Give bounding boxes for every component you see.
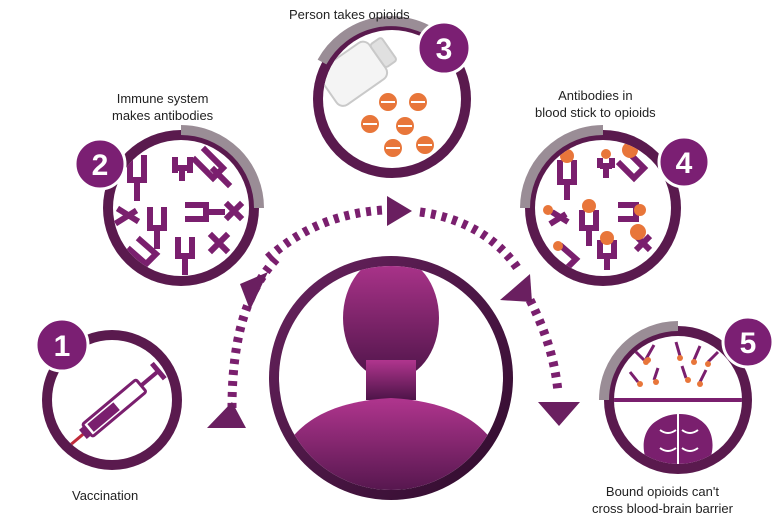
step-5-label: Bound opioids can't cross blood-brain ba… xyxy=(592,483,733,517)
step-4-number: 4 xyxy=(676,147,693,180)
step-1-circle: 1 xyxy=(34,317,182,470)
pills xyxy=(361,93,434,157)
step-5-label-line-2: cross blood-brain barrier xyxy=(592,501,733,516)
dashed-arc-left xyxy=(227,251,284,409)
step-1-label-line-1: Vaccination xyxy=(72,488,139,503)
arrow-head-2 xyxy=(240,272,268,310)
dashed-arc-top-right xyxy=(419,207,524,275)
step-3-badge xyxy=(416,20,472,76)
arrow-head-3 xyxy=(387,196,412,226)
step-4-circle: 4 xyxy=(520,125,711,286)
brain-icon xyxy=(614,341,742,464)
antibodies-icon xyxy=(113,145,245,275)
step-1-badge xyxy=(34,317,90,373)
pill-bottle-icon xyxy=(323,37,434,157)
step-2-number: 2 xyxy=(92,149,109,182)
arrow-head-4 xyxy=(500,274,532,302)
center-circle xyxy=(269,256,513,500)
step-3-label-line-1: Person takes opioids xyxy=(289,7,410,22)
arrow-head-5 xyxy=(538,402,580,426)
step-5-badge xyxy=(721,315,775,369)
step-2-badge xyxy=(73,137,127,191)
step-5-circle: 5 xyxy=(599,315,775,474)
step-1-label: Vaccination xyxy=(72,487,138,504)
arrow-head-1 xyxy=(207,402,246,428)
step-2-label-line-1: Immune system xyxy=(116,91,209,106)
dashed-arc-right xyxy=(525,297,563,393)
step-4-label-line-1: Antibodies in xyxy=(558,88,633,103)
step-3-label: Person takes opioids xyxy=(289,6,410,23)
step-3-number: 3 xyxy=(436,33,453,66)
step-3-circle: 3 xyxy=(313,16,472,178)
step-5-number: 5 xyxy=(740,327,757,360)
step-4-badge xyxy=(657,135,711,189)
step-4-label-line-2: blood stick to opioids xyxy=(535,105,656,120)
step-4-label: Antibodies in blood stick to opioids xyxy=(535,87,656,121)
step-2-circle: 2 xyxy=(73,125,264,286)
step-2-label-line-2: makes antibodies xyxy=(112,108,214,123)
step-5-label-line-1: Bound opioids can't xyxy=(605,484,719,499)
dashed-arc-top-left xyxy=(265,205,386,262)
step-2-label: Immune system makes antibodies xyxy=(112,90,213,124)
step-1-number: 1 xyxy=(54,330,71,363)
syringe-icon xyxy=(55,361,167,458)
